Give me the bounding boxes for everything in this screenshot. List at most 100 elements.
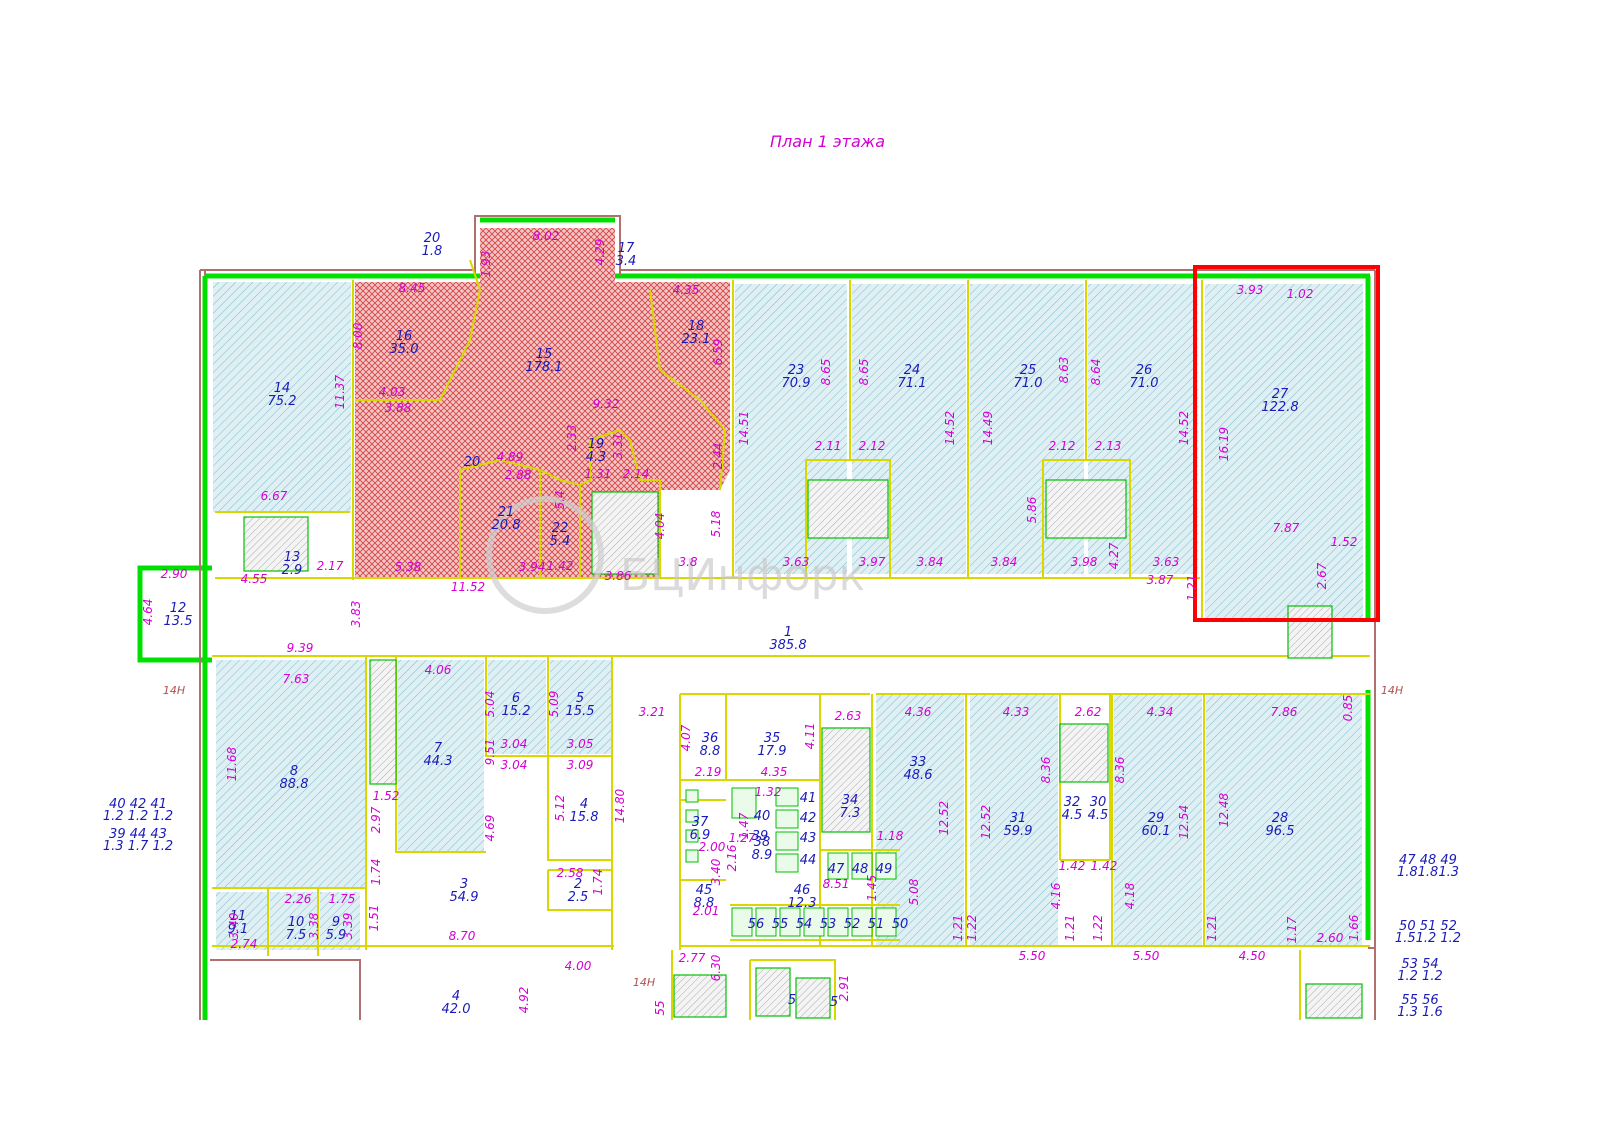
dimension-label: 5.4 [553, 490, 567, 509]
dimension-label: 1.51 [367, 905, 381, 932]
dimension-label: 2.63 [835, 709, 862, 723]
legend-numbers: 39 44 43 [109, 827, 167, 842]
elevator-2 [795, 977, 831, 1019]
small-room-number: 41 [800, 791, 817, 806]
dimension-label: 11.37 [333, 374, 347, 409]
dimension-label: 5.04 [483, 691, 497, 718]
small-room-number: 54 [796, 917, 813, 932]
dimension-label: 1.74 [369, 859, 383, 886]
small-room-number: 48 [852, 862, 869, 877]
dimension-label: 2.11 [815, 439, 842, 453]
room-area-23: 70.9 [782, 376, 811, 391]
room-area-11: 9.1 [228, 922, 249, 937]
dimension-label: 9.32 [593, 397, 620, 411]
room-area-37: 6.9 [690, 828, 711, 843]
room-area-14: 75.2 [268, 394, 297, 409]
room-number-36: 36 [702, 731, 719, 746]
room-number-7: 7 [434, 741, 443, 756]
room-7-fill [398, 660, 484, 852]
dimension-label: 3.40 [227, 912, 241, 939]
dimension-label: 8.36 [1113, 756, 1127, 783]
room-number-20: 20 [424, 231, 441, 246]
dimension-label: 3.04 [501, 737, 528, 751]
small-room-number: 55 [772, 917, 789, 932]
room-number-30: 30 [1090, 795, 1107, 810]
dimension-label: 2.14 [623, 467, 650, 481]
dimension-label: 0.85 [1341, 695, 1355, 722]
room-9-fill [320, 892, 360, 950]
room-number-28: 28 [1272, 811, 1289, 826]
room-area-32: 4.5 [1062, 808, 1083, 823]
room-area-45: 8.8 [694, 896, 715, 911]
room-area-3: 54.9 [450, 890, 479, 905]
dimension-label: 6.30 [709, 954, 723, 981]
room-number-11: 11 [230, 909, 247, 924]
dimension-label: 1.66 [1347, 914, 1361, 941]
room-number-15: 15 [536, 347, 553, 362]
room-area-35: 17.9 [758, 744, 787, 759]
legend-numbers: 55 56 [1401, 993, 1438, 1008]
room-area-12: 13.5 [164, 614, 193, 629]
legend-numbers: 53 54 [1401, 957, 1438, 972]
dimension-label: 2.26 [285, 892, 312, 906]
room-number-13: 13 [284, 550, 301, 565]
room-area-2: 2.5 [568, 890, 589, 905]
room-area-31: 59.9 [1004, 824, 1033, 839]
room-number-10: 10 [288, 915, 305, 930]
room-area-9: 5.9 [326, 928, 347, 943]
dimension-label: 2.97 [369, 806, 383, 833]
dimension-label: 2.12 [859, 439, 886, 453]
red-zone-fill [355, 228, 730, 578]
dimension-label: 9.51 [483, 739, 497, 766]
axis-label: 14H [1381, 684, 1403, 697]
stair-e [1287, 605, 1333, 659]
small-room-number: 50 [892, 917, 909, 932]
dimension-label: 4.36 [905, 705, 932, 719]
room-area-20: 1.8 [422, 244, 443, 259]
dimension-label: 8.64 [1089, 359, 1103, 386]
dimension-label: 3.93 [1237, 283, 1264, 297]
room-fills [213, 228, 1363, 950]
dimension-label: 12.48 [1217, 792, 1231, 827]
dimension-label: 1.42 [1059, 859, 1086, 873]
dimension-label: 1.75 [329, 892, 356, 906]
dimension-label: 5.50 [1133, 949, 1160, 963]
room-31-fill [970, 694, 1058, 946]
legend-stacks: 40 42 411.2 1.2 1.239 44 431.3 1.7 1.247… [103, 797, 1461, 1020]
room-area-6: 15.2 [502, 704, 531, 719]
dimension-label: 2.74 [231, 937, 258, 951]
legend-areas: 1.3 1.6 [1397, 1005, 1442, 1020]
room-number-14: 14 [274, 381, 291, 396]
room-number-32: 32 [1064, 795, 1081, 810]
dimension-label: 3.38 [307, 912, 321, 939]
dimension-label: 5.12 [553, 795, 567, 822]
room-number-9: 9 [332, 915, 340, 930]
dimension-label: 9.39 [287, 641, 314, 655]
room-number-1: 1 [784, 625, 792, 640]
room-area-1: 385.8 [769, 638, 806, 653]
dimension-label: 8.00 [351, 322, 365, 349]
room-number-19: 19 [588, 437, 605, 452]
dimension-label: 2.62 [1075, 705, 1102, 719]
dimension-label: 4.33 [1003, 705, 1030, 719]
dimension-label: 1.02 [1287, 287, 1314, 301]
inner-walls [212, 259, 1370, 1020]
dimension-label: 3.87 [1147, 573, 1174, 587]
room-29-fill [1114, 694, 1202, 946]
dimension-label: 11.68 [225, 746, 239, 781]
dimension-label: 1.18 [877, 829, 904, 843]
dimension-label: 3.84 [917, 555, 944, 569]
room-area-26: 71.0 [1130, 376, 1159, 391]
dimension-label: 16.19 [1217, 427, 1231, 461]
small-room-number: 53 [820, 917, 837, 932]
plan-title: План 1 этажа [770, 132, 885, 151]
dimension-label: 8.02 [533, 229, 560, 243]
stair-g [821, 727, 871, 833]
room-area-4: 42.0 [442, 1002, 471, 1017]
legend-areas: 1.81.81.3 [1397, 865, 1459, 880]
dimension-label: 8.63 [1057, 357, 1071, 384]
room-area-27: 122.8 [1261, 400, 1298, 415]
dimension-label: 1.42 [547, 559, 574, 573]
